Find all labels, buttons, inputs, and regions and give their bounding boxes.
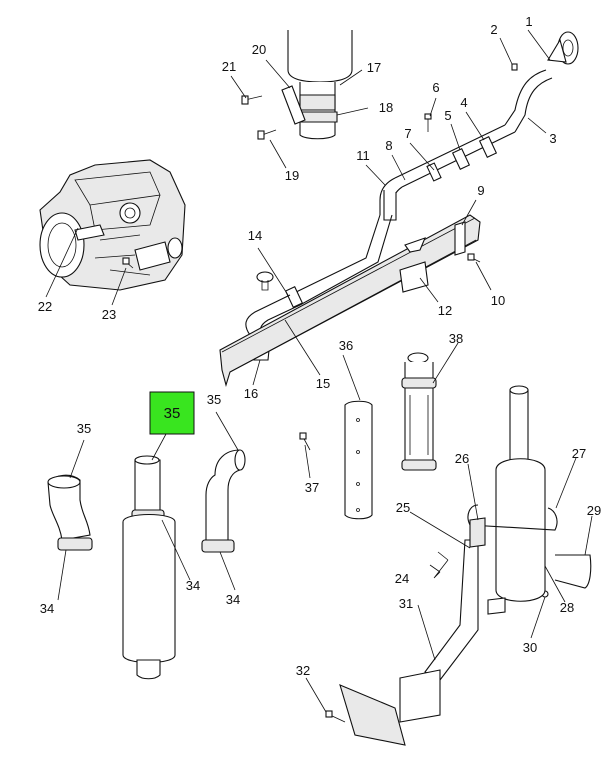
- callout-8: 8: [385, 138, 392, 153]
- callout-17: 17: [367, 60, 381, 75]
- callout-labels: 1 2 3 4 5 6 7 8 11 9 10 12 14 15 16 17 1…: [38, 14, 601, 678]
- callout-30: 30: [523, 640, 537, 655]
- callout-34-center: 34: [186, 578, 200, 593]
- vertical-muffler-part: [467, 385, 592, 602]
- callout-18: 18: [379, 100, 393, 115]
- callout-11: 11: [356, 148, 370, 163]
- callout-34-right: 34: [226, 592, 240, 607]
- highlight-box: [149, 391, 195, 435]
- callout-27: 27: [572, 446, 586, 461]
- curved-stack-part: [201, 449, 246, 553]
- callout-16: 16: [244, 386, 258, 401]
- muffler-part: [122, 455, 176, 680]
- callout-19: 19: [285, 168, 299, 183]
- callout-7: 7: [404, 126, 411, 141]
- callout-31: 31: [399, 596, 413, 611]
- flex-elbow-part: [47, 474, 93, 551]
- callout-32: 32: [296, 663, 310, 678]
- callout-14: 14: [248, 228, 262, 243]
- callout-38: 38: [449, 331, 463, 346]
- callout-25: 25: [396, 500, 410, 515]
- callout-10: 10: [491, 293, 505, 308]
- callout-4: 4: [460, 95, 467, 110]
- guard-part: [401, 352, 437, 471]
- engine-illustration: [39, 159, 186, 291]
- callout-26: 26: [455, 451, 469, 466]
- stack-top: [281, 30, 353, 140]
- callout-37: 37: [305, 480, 319, 495]
- callout-35-right: 35: [207, 392, 221, 407]
- callout-6: 6: [432, 80, 439, 95]
- callout-2: 2: [490, 22, 497, 37]
- bolts: [122, 63, 549, 723]
- callout-28: 28: [560, 600, 574, 615]
- leader-lines: [45, 29, 593, 713]
- callout-12: 12: [438, 303, 452, 318]
- highlight-label: 35: [164, 405, 181, 422]
- callout-36: 36: [339, 338, 353, 353]
- callout-23: 23: [102, 307, 116, 322]
- callout-9: 9: [477, 183, 484, 198]
- heat-shield-part: [344, 400, 373, 520]
- upper-exhaust-pipe: [245, 31, 579, 361]
- callout-24: 24: [395, 571, 409, 586]
- callout-29: 29: [587, 503, 601, 518]
- callout-3: 3: [549, 131, 556, 146]
- mounting-bracket-part: [339, 517, 506, 746]
- callout-1: 1: [525, 14, 532, 29]
- callout-20: 20: [252, 42, 266, 57]
- callout-35-left: 35: [77, 421, 91, 436]
- callout-34-left: 34: [40, 601, 54, 616]
- callout-5: 5: [444, 108, 451, 123]
- callout-15: 15: [316, 376, 330, 391]
- callout-22: 22: [38, 299, 52, 314]
- callout-21: 21: [222, 59, 236, 74]
- frame-rail: [219, 214, 481, 387]
